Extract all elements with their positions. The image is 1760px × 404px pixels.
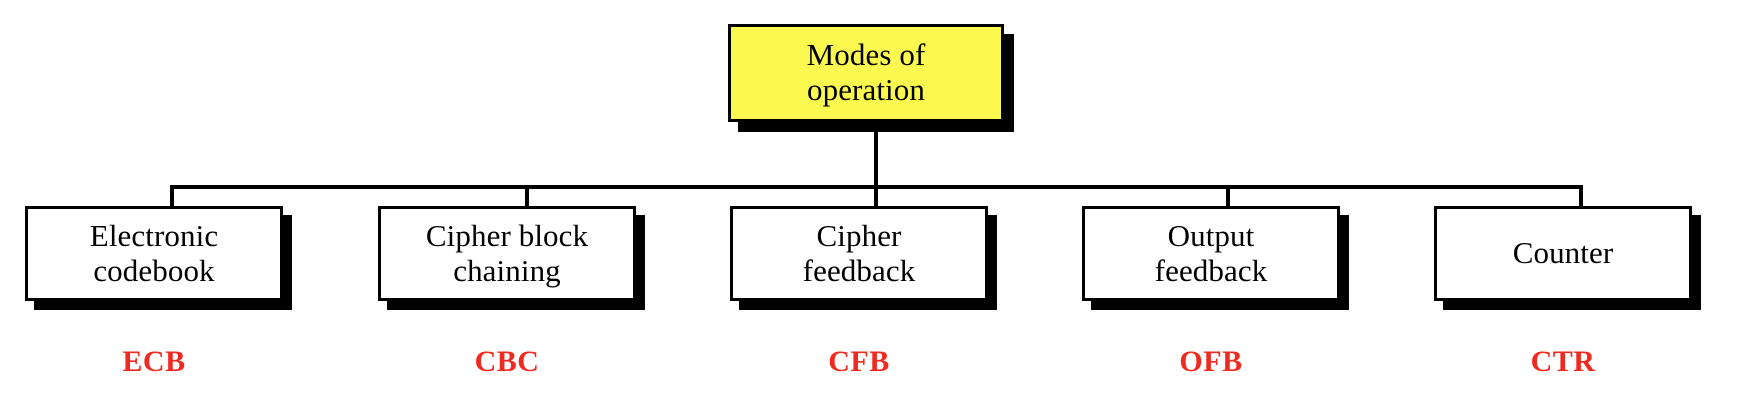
abbr-cfb: CFB: [828, 345, 890, 378]
node-label-root: Modes of operation: [806, 37, 926, 107]
abbr-cbc: CBC: [474, 345, 540, 378]
abbr-ctr: CTR: [1530, 345, 1596, 378]
node-label-ecb: Electronic codebook: [89, 217, 219, 288]
abbr-ofb: OFB: [1179, 345, 1243, 378]
node-output-feedback[interactable]: Output feedback: [1082, 206, 1340, 301]
node-label-cfb: Cipher feedback: [802, 217, 916, 288]
node-label-ctr: Counter: [1512, 235, 1614, 271]
node-electronic-codebook[interactable]: Electronic codebook: [25, 206, 283, 301]
node-label-ofb: Output feedback: [1154, 217, 1268, 288]
connector-drop-ecb: [170, 185, 174, 209]
connector-drop-cfb: [874, 185, 878, 209]
connector-drop-ctr: [1579, 185, 1583, 209]
node-cipher-feedback[interactable]: Cipher feedback: [730, 206, 988, 301]
node-counter[interactable]: Counter: [1434, 206, 1692, 301]
abbr-ecb: ECB: [122, 345, 186, 378]
node-modes-of-operation[interactable]: Modes of operation: [728, 24, 1004, 122]
node-cipher-block-chaining[interactable]: Cipher block chaining: [378, 206, 636, 301]
connector-drop-ofb: [1226, 185, 1230, 209]
connector-root-trunk: [874, 122, 878, 189]
node-label-cbc: Cipher block chaining: [425, 217, 589, 288]
connector-drop-cbc: [525, 185, 529, 209]
